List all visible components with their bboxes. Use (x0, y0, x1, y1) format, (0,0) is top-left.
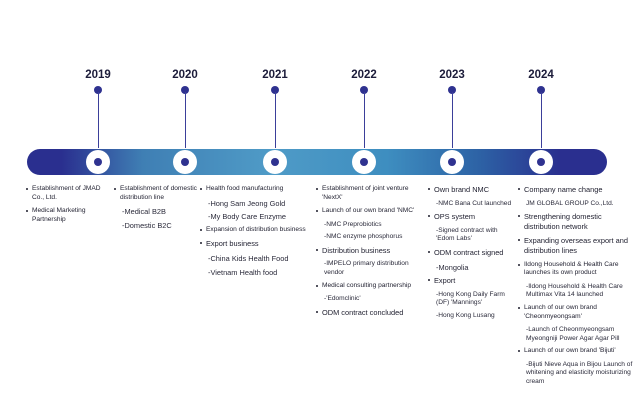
milestone-item: Establishment of domestic distribution l… (114, 185, 200, 202)
milestone-subitem: -Launch of Cheonmyeongsam Myeongniji Pow… (526, 326, 620, 342)
milestone-item: Establishment of joint venture 'NextX' (316, 185, 416, 202)
milestone-item: Strengthening domestic distribution netw… (518, 212, 634, 231)
milestones-2023: Own brand NMC -NMC Bana Cut launched OPS… (428, 185, 516, 325)
milestone-subitem: JM GLOBAL GROUP Co.,Ltd. (526, 199, 614, 207)
timeline-node-2019 (86, 150, 110, 174)
milestone-subitem: -Medical B2B (122, 207, 166, 217)
milestone-subitem: -China Kids Health Food (208, 254, 289, 263)
milestones-2020: Establishment of domestic distribution l… (114, 185, 200, 234)
milestone-subitem: -My Body Care Enzyme (208, 212, 287, 222)
milestone-subitem: -Mongolia (436, 262, 469, 272)
milestone-subitem: -Signed contract with 'Edom Labs' (436, 226, 498, 243)
milestone-item: Ildong Household & Health Care launches … (518, 261, 634, 278)
milestone-item: ODM contract concluded (316, 308, 416, 318)
milestone-item: ODM contract signed (428, 248, 516, 258)
milestones-2019: Establishment of JMAD Co., Ltd. Medical … (26, 185, 106, 229)
node-dot (181, 158, 189, 166)
timeline-node-2024 (529, 150, 553, 174)
year-marker-dot (360, 86, 368, 94)
milestone-item: Launch of our own brand 'NMC' (316, 207, 416, 216)
milestone-subitem: -IMPELO primary distribution vendor (324, 260, 409, 276)
milestones-2024: Company name change JM GLOBAL GROUP Co.,… (518, 185, 634, 390)
node-dot (94, 158, 102, 166)
year-label-2024: 2024 (528, 69, 554, 81)
milestone-item: Launch of our own brand 'Cheonmyeongsam' (518, 304, 634, 321)
year-marker-line (363, 92, 365, 148)
node-dot (360, 158, 368, 166)
milestone-item: Medical Marketing Partnership (26, 207, 106, 224)
year-marker-dot (537, 86, 545, 94)
timeline-node-2022 (352, 150, 376, 174)
milestones-2021: Health food manufacturing -Hong Sam Jeon… (200, 185, 312, 281)
year-label-2022: 2022 (351, 69, 377, 81)
year-label-2020: 2020 (172, 69, 198, 81)
milestone-item: Export business (200, 239, 312, 249)
milestone-item: Own brand NMC (428, 185, 516, 195)
timeline-node-2023 (440, 150, 464, 174)
milestone-subitem: -Hong Kong Lusang (436, 311, 495, 319)
node-dot (271, 158, 279, 166)
milestone-subitem: -'Edomclinic' (324, 295, 361, 303)
year-marker-dot (271, 86, 279, 94)
milestone-item: Medical consulting partnership (316, 282, 416, 291)
year-label-2021: 2021 (262, 69, 288, 81)
milestone-subitem: -Ildong Household & Health Care Multimax… (526, 282, 623, 299)
milestone-subitem: -NMC enzyme phosphorus (324, 233, 403, 241)
milestones-2022: Establishment of joint venture 'NextX' L… (316, 185, 416, 322)
year-label-2023: 2023 (439, 69, 465, 81)
milestone-item: Establishment of JMAD Co., Ltd. (26, 185, 106, 202)
timeline-node-2020 (173, 150, 197, 174)
timeline-bar (27, 149, 607, 175)
milestone-item: Health food manufacturing (200, 185, 312, 194)
year-marker-dot (94, 86, 102, 94)
year-label-2019: 2019 (85, 69, 111, 81)
milestone-subitem: -Bijuti Nieve Aqua in Bijou Launch of wh… (526, 360, 633, 385)
milestone-subitem: -Hong Sam Jeong Gold (208, 198, 286, 208)
milestone-item: Expanding overseas export and distributi… (518, 236, 634, 255)
milestone-item: Export (428, 276, 516, 286)
milestone-item: OPS system (428, 212, 516, 222)
milestone-subitem: -Domestic B2C (122, 220, 172, 230)
node-dot (537, 158, 545, 166)
milestone-item: Company name change (518, 185, 634, 195)
milestone-item: Expansion of distribution business (200, 226, 312, 235)
year-marker-dot (448, 86, 456, 94)
year-marker-line (97, 92, 99, 148)
year-marker-line (451, 92, 453, 148)
milestone-subitem: -Vietnam Health food (208, 267, 278, 277)
milestone-subitem: -NMC Preprobiotics (324, 220, 382, 228)
milestone-subitem: -NMC Bana Cut launched (436, 199, 512, 207)
timeline-node-2021 (263, 150, 287, 174)
year-marker-line (274, 92, 276, 148)
milestone-item: Distribution business (316, 246, 416, 256)
year-marker-line (184, 92, 186, 148)
year-marker-dot (181, 86, 189, 94)
year-marker-line (540, 92, 542, 148)
milestone-subitem: -Hong Kong Daily Farm (DF) 'Mannings' (436, 290, 505, 307)
node-dot (448, 158, 456, 166)
milestone-item: Launch of our own brand 'Bijuti' (518, 347, 634, 356)
